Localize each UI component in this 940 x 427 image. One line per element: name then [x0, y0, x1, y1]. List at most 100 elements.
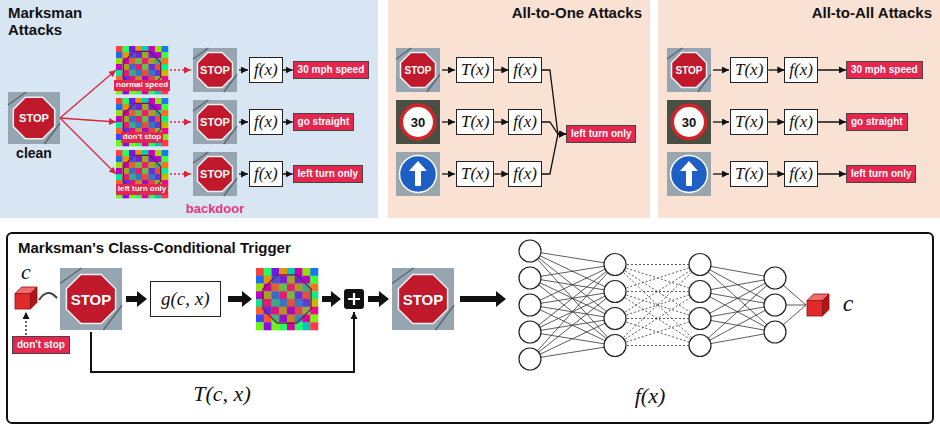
function-label: f(x) — [509, 58, 541, 82]
ahead-arrow — [680, 161, 698, 186]
trigger-cell — [162, 174, 169, 180]
function-label: T(x) — [731, 58, 767, 82]
stop-octagon — [198, 105, 233, 140]
neuron — [519, 240, 541, 262]
neuron — [764, 294, 786, 316]
network-weight — [615, 265, 700, 292]
trigger-cell — [162, 150, 169, 156]
flow-arrow — [442, 121, 455, 122]
trigger-cell — [310, 276, 318, 284]
trigger-cell — [162, 122, 169, 128]
branch — [396, 48, 440, 92]
sign-text: STOP — [19, 112, 49, 124]
sign-text: 30 — [411, 115, 425, 130]
panel-title: Marksman's Class-Conditional Trigger — [8, 234, 932, 261]
neuron — [764, 321, 786, 343]
function-box: f(x) — [508, 57, 542, 83]
cube-front — [15, 294, 30, 309]
stop-octagon — [401, 53, 436, 88]
trigger-pattern — [116, 98, 168, 146]
trigger-image: left turn only — [116, 150, 168, 198]
photo-background — [667, 152, 711, 196]
network-weight — [530, 251, 615, 319]
trigger-pattern — [256, 268, 318, 330]
neuron — [764, 267, 786, 289]
flow-connector — [283, 173, 293, 174]
sign-text: STOP — [200, 64, 230, 76]
network-weight — [615, 265, 700, 319]
stop-sign-photo — [667, 48, 711, 92]
trigger-cell — [310, 322, 318, 330]
class-label-box: go straight — [846, 113, 908, 131]
trigger-cell — [256, 268, 264, 276]
class-label: don't stop — [13, 337, 69, 353]
flow-connector — [768, 173, 784, 174]
function-box: f(x) — [249, 161, 283, 187]
neuron — [519, 321, 541, 343]
speed-sign-photo — [396, 100, 440, 144]
image-caption: clean — [8, 146, 60, 161]
class-label-box: 30 mph speed — [846, 61, 923, 79]
trigger-cell — [123, 150, 130, 156]
cube-side — [30, 287, 37, 309]
photo-background — [396, 100, 440, 144]
stop-octagon — [198, 53, 233, 88]
photo-background — [60, 268, 122, 330]
flow-arrow — [170, 121, 191, 122]
function-label: f(x) — [785, 110, 817, 134]
panel-fill — [658, 0, 940, 218]
branch — [392, 268, 454, 330]
trigger-label: left turn only — [116, 184, 168, 195]
flow-arrow — [239, 69, 248, 70]
stop-sign-photo — [193, 48, 237, 92]
panel-fill — [6, 232, 934, 424]
trigger-octagon — [263, 275, 311, 323]
trigger-cell — [162, 58, 169, 64]
network-weight — [530, 265, 615, 279]
photo-background — [193, 152, 237, 196]
stop-octagon — [13, 97, 54, 138]
network-weight — [615, 319, 700, 346]
trigger-function-label: T(c, x) — [193, 381, 250, 407]
network-weight — [615, 291, 700, 292]
network-weight — [530, 265, 615, 333]
flow-arrow — [713, 121, 729, 122]
class-label: 30 mph speed — [847, 62, 922, 78]
trigger-cell — [162, 46, 169, 52]
panel-title: All-to-One Attacks — [388, 0, 650, 25]
neuron — [519, 294, 541, 316]
function-label: f(x) — [509, 110, 541, 134]
trigger-cell — [256, 276, 264, 284]
ahead-arrow — [409, 161, 427, 186]
trigger-cell — [116, 156, 123, 162]
trigger-cell — [155, 150, 162, 156]
block-arrow — [368, 291, 389, 307]
ahead-sign — [400, 156, 437, 193]
speed-sign — [672, 105, 705, 138]
class-label: go straight — [294, 114, 354, 130]
flow-arrow — [713, 173, 729, 174]
class-label: 30 mph speed — [294, 62, 369, 78]
class-label: go straight — [847, 114, 907, 130]
branch — [193, 152, 237, 196]
network-weight — [615, 345, 700, 346]
network-weight — [615, 292, 700, 346]
function-label: T(x) — [457, 110, 493, 134]
network-weight — [615, 265, 700, 346]
network-weight — [615, 292, 700, 346]
function-box: T(x) — [456, 109, 494, 135]
network-weight — [530, 251, 615, 346]
class-label: left turn only — [847, 166, 916, 182]
sign-text: STOP — [403, 291, 444, 308]
stop-sign-photo — [392, 268, 454, 330]
class-label: left turn only — [567, 126, 636, 142]
network-weight — [530, 265, 615, 360]
network-weight — [700, 305, 775, 346]
trigger-cell — [116, 162, 123, 168]
photo-background — [8, 92, 60, 144]
trigger-pattern — [116, 150, 168, 198]
function-label: f(x) — [785, 58, 817, 82]
block-arrow — [322, 291, 341, 307]
trigger-cell — [310, 268, 318, 276]
